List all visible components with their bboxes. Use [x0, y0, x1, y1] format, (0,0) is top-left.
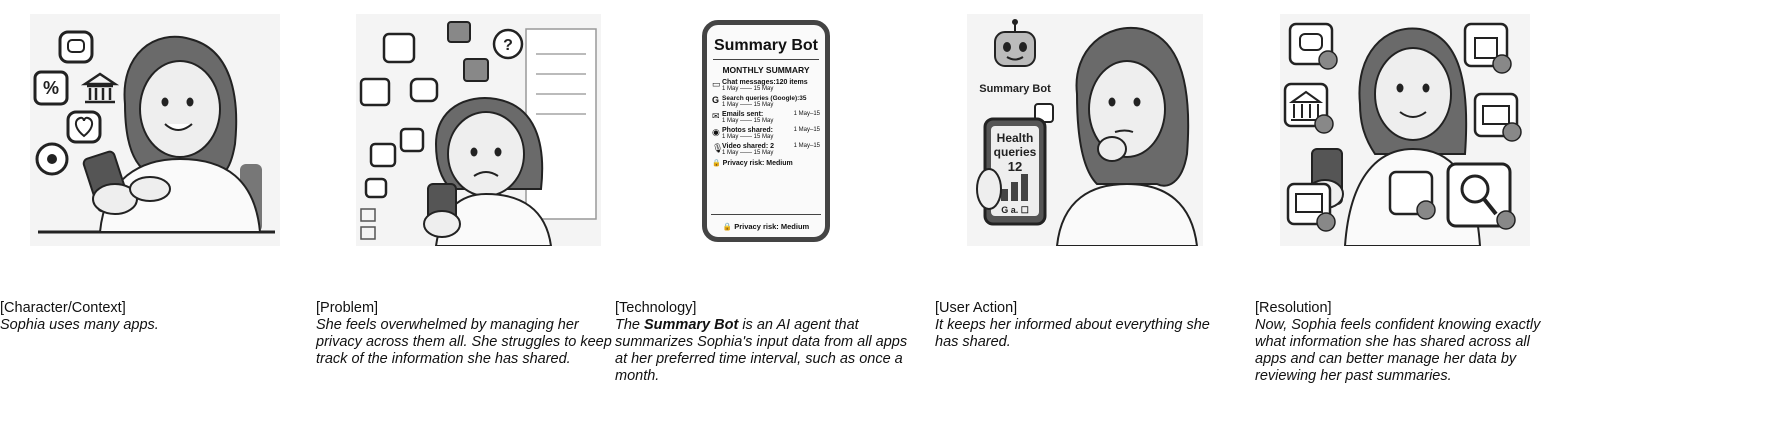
caption-text-after: is an AI agent that summarizes Sophia's … — [615, 317, 908, 384]
caption-technology: [Technology] The Summary Bot is an AI ag… — [615, 300, 920, 385]
caption-label: [Character/Context] — [0, 300, 126, 316]
row-label: Chat messages: — [722, 79, 776, 86]
row-label: Search queries (Google): — [722, 95, 800, 102]
google-icon: G — [712, 95, 720, 105]
caption-character-context: [Character/Context] Sophia uses many app… — [0, 300, 300, 334]
bot-label: Summary Bot — [979, 83, 1051, 95]
caption-label: [Technology] — [615, 300, 697, 316]
percent-icon: % — [43, 78, 59, 98]
phone-title: Summary Bot — [713, 37, 819, 54]
summary-bot-phone: Summary Bot MONTHLY SUMMARY ▭ Chat messa… — [702, 20, 830, 242]
row-range: 1 May —— 15 May — [722, 86, 774, 92]
risk-inline: 🔒 Privacy risk: Medium — [712, 159, 820, 167]
panel-character-context: % [Character/Context] Sophia uses many a… — [0, 0, 320, 426]
row-value: 120 items — [775, 79, 808, 86]
caption-text: Now, Sophia feels confident knowing exac… — [1255, 317, 1541, 384]
row-range: 1 May —— 15 May — [722, 102, 774, 108]
illustration-sophia-confident — [1280, 14, 1530, 246]
row-range: 1 May —— 15 May — [722, 134, 774, 140]
panel-user-action: Summary Bot Health queries 12 G a. ☐ [Us… — [935, 0, 1245, 426]
lock-icon: 🔒 — [722, 222, 733, 231]
caption-text-before: The — [615, 317, 645, 333]
row-value: 1 May–15 — [793, 111, 820, 117]
caption-text: It keeps her informed about everything s… — [935, 317, 1210, 350]
question-icon: ? — [503, 37, 513, 54]
lock-icon: 🔒 — [712, 160, 721, 167]
phone-footer-icons: G a. ☐ — [1001, 205, 1029, 215]
summary-row: G Search queries (Google):35 1 May —— 15… — [712, 95, 820, 108]
phone-count: 12 — [1008, 159, 1022, 174]
caption-label: [Problem] — [316, 300, 379, 316]
illustration-sophia-reading-summary: Summary Bot Health queries 12 G a. ☐ — [967, 14, 1203, 246]
row-range: 1 May —— 15 May — [722, 118, 774, 124]
row-value: 35 — [799, 95, 807, 102]
illustration-svg: ? — [356, 14, 601, 246]
phone-line-2: queries — [994, 145, 1037, 159]
row-range: 1 May —— 15 May — [722, 150, 774, 156]
summary-row: ◉ Photos shared: 1 May–15 1 May —— 15 May — [712, 127, 820, 140]
caption-text: She feels overwhelmed by managing her pr… — [316, 317, 612, 367]
chat-icon: ▭ — [712, 79, 721, 89]
caption-problem: [Problem] She feels overwhelmed by manag… — [316, 300, 616, 368]
caption-label: [User Action] — [935, 300, 1018, 316]
caption-text-bold: Summary Bot — [644, 317, 739, 333]
summary-row: ✉ Emails sent: 1 May–15 1 May —— 15 May — [712, 111, 820, 124]
email-icon: ✉ — [712, 111, 720, 121]
row-value: 1 May–15 — [793, 127, 820, 133]
illustration-svg: % — [30, 14, 280, 246]
illustration-sophia-using-phone: % — [30, 14, 280, 246]
camera-icon: ◉ — [712, 127, 720, 137]
phone-line-1: Health — [997, 131, 1034, 145]
phone-heading: MONTHLY SUMMARY — [722, 65, 810, 75]
risk-inline-text: Privacy risk: Medium — [722, 160, 793, 167]
caption-text: Sophia uses many apps. — [0, 317, 159, 333]
row-label: Emails sent: — [722, 111, 764, 118]
row-value: 1 May–15 — [793, 143, 820, 149]
illustration-sophia-overwhelmed: ? — [356, 14, 601, 246]
caption-text: The Summary Bot is an AI agent that summ… — [615, 317, 920, 385]
caption-user-action: [User Action] It keeps her informed abou… — [935, 300, 1235, 351]
row-label: Video shared: 2 — [722, 143, 775, 150]
divider — [711, 214, 821, 215]
summary-row: ▭ Chat messages:120 items 1 May —— 15 Ma… — [712, 79, 820, 92]
row-label: Photos shared: — [722, 127, 773, 134]
panel-technology: Summary Bot MONTHLY SUMMARY ▭ Chat messa… — [615, 0, 920, 426]
microphone-icon: 🎙 — [712, 143, 724, 153]
summary-list: ▭ Chat messages:120 items 1 May —— 15 Ma… — [712, 79, 820, 167]
illustration-svg: Summary Bot Health queries 12 G a. ☐ — [967, 14, 1203, 246]
caption-label: [Resolution] — [1255, 300, 1332, 316]
panel-resolution: [Resolution] Now, Sophia feels confident… — [1255, 0, 1555, 426]
divider — [713, 59, 819, 60]
summary-row: 🎙 Video shared: 2 1 May–15 1 May —— 15 Ma… — [712, 143, 820, 156]
illustration-svg — [1280, 14, 1530, 246]
risk-footer: 🔒 Privacy risk: Medium — [707, 222, 825, 231]
risk-footer-text: Privacy risk: Medium — [734, 222, 810, 231]
panel-problem: ? [Problem] She feels overwhelmed by man… — [316, 0, 616, 426]
caption-resolution: [Resolution] Now, Sophia feels confident… — [1255, 300, 1555, 385]
